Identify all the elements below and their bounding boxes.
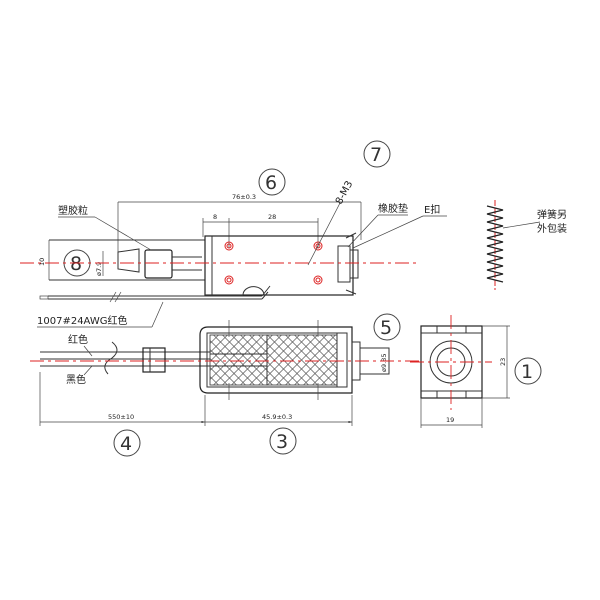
dim-end-height: 23 (499, 358, 507, 366)
section-view: 1007#24AWG红色 红色 黑色 ø9.85 5 (30, 301, 420, 457)
mounting-holes (224, 241, 323, 285)
label-spring-note-2: 外包装 (537, 222, 567, 235)
balloon-3: 3 (276, 431, 288, 453)
spring: 弹簧另 外包装 (486, 200, 567, 290)
dim-hole-pitch: 28 (268, 213, 276, 221)
dim-shaft-dia: ø9.85 (380, 354, 388, 372)
label-rubber-pad: 橡胶垫 (378, 202, 408, 215)
label-wire-spec: 1007#24AWG红色 (37, 314, 127, 327)
label-spring-note-1: 弹簧另 (537, 208, 567, 221)
dim-plunger-dia: ø7.9 (95, 262, 103, 276)
dim-hole-offset: 8 (213, 213, 217, 221)
balloon-4: 4 (120, 433, 132, 455)
label-red-wire: 红色 (68, 333, 88, 346)
dim-body-length: 45.9±0.3 (262, 413, 292, 421)
top-view: 76±0.3 8 28 10 8 ø7.9 (20, 140, 447, 303)
balloon-1: 1 (521, 361, 533, 383)
dim-height: 10 (38, 258, 46, 266)
end-view: 23 19 1 (410, 315, 542, 428)
balloon-6: 6 (265, 172, 277, 194)
label-black-wire: 黑色 (66, 373, 86, 386)
label-plastic-bead: 塑胶粒 (58, 204, 88, 217)
balloon-7: 7 (370, 144, 382, 166)
dim-end-width: 19 (446, 416, 454, 424)
balloon-5: 5 (380, 317, 392, 339)
dim-overall-length: 76±0.3 (232, 193, 256, 201)
dim-lead-length: 550±10 (108, 413, 134, 421)
label-e-clip: E扣 (424, 203, 440, 216)
balloon-8: 8 (70, 253, 82, 275)
